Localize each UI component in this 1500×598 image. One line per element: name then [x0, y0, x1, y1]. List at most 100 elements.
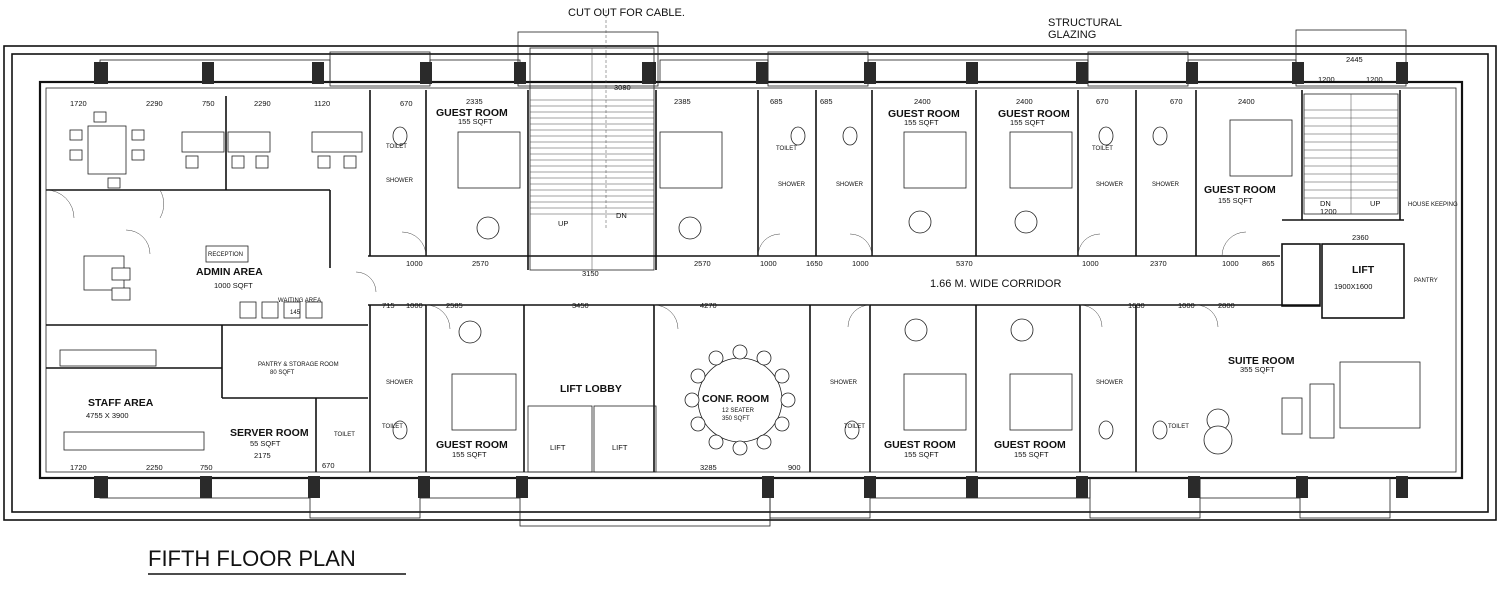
toilet-label: TOILET — [386, 144, 407, 150]
dim-2290: 2290 — [254, 99, 271, 108]
dim-5370: 5370 — [956, 259, 973, 268]
shower-label: SHOWER — [1096, 182, 1124, 188]
dim-1200: 1200 — [1366, 75, 1383, 84]
drawing-title: FIFTH FLOOR PLAN — [148, 546, 406, 575]
dim-4270: 4270 — [700, 301, 717, 310]
guest-room-size: 155 SQFT — [1014, 450, 1049, 459]
suite-room-size: 355 SQFT — [1240, 365, 1275, 374]
dim-670: 670 — [322, 461, 335, 470]
shower-label: SHOWER — [1152, 182, 1180, 188]
dim-2175: 2175 — [254, 451, 271, 460]
toilet-label: TOILET — [776, 146, 797, 152]
pantry-storage-size: 80 SQFT — [270, 370, 295, 376]
dim-1000: 1000 — [1178, 301, 1195, 310]
pantry-label: PANTRY — [1414, 278, 1438, 284]
stair-up-label: UP — [1370, 199, 1380, 208]
labels: CUT OUT FOR CABLE. STRUCTURAL GLAZING AD… — [70, 7, 1458, 472]
dim-2335: 2335 — [466, 97, 483, 106]
dim-685: 685 — [820, 97, 833, 106]
lift-1-label: LIFT — [550, 443, 566, 452]
dim-1000: 1000 — [760, 259, 777, 268]
staff-area-size: 4755 X 3900 — [86, 411, 129, 420]
dim-3285: 3285 — [700, 463, 717, 472]
dim-2800: 2800 — [1218, 301, 1235, 310]
dim-2445: 2445 — [1346, 55, 1363, 64]
lift-2-label: LIFT — [612, 443, 628, 452]
shower-label: SHOWER — [778, 182, 806, 188]
lift-lobby-label: LIFT LOBBY — [560, 383, 622, 395]
shower-label: SHOWER — [386, 380, 414, 386]
toilet-label: TOILET — [1168, 424, 1189, 430]
waiting-area-label: WAITING AREA — [278, 298, 321, 304]
door-swings — [45, 189, 1247, 330]
dim-670: 670 — [1170, 97, 1183, 106]
guest-room-size: 155 SQFT — [1218, 196, 1253, 205]
dim-2385: 2385 — [674, 97, 691, 106]
toilet-label: TOILET — [382, 424, 403, 430]
server-room-size: 55 SQFT — [250, 439, 281, 448]
stair-down-label: DN — [1320, 199, 1331, 208]
toilet-label: TOILET — [1092, 146, 1113, 152]
dim-2400: 2400 — [914, 97, 931, 106]
dim-1000: 1000 — [406, 259, 423, 268]
shower-label: SHOWER — [1096, 380, 1124, 386]
lift-main-label: LIFT — [1352, 264, 1375, 276]
waiting-area-size: 145 — [290, 310, 301, 316]
guest-room-label: GUEST ROOM — [884, 439, 956, 451]
guest-room-size: 155 SQFT — [1010, 118, 1045, 127]
toilet-label: TOILET — [334, 432, 355, 438]
dim-670: 670 — [400, 99, 413, 108]
lift-main-size: 1900X1600 — [1334, 282, 1372, 291]
dim-750: 750 — [202, 99, 215, 108]
guest-room-label: GUEST ROOM — [888, 108, 960, 120]
guest-room-label: GUEST ROOM — [436, 439, 508, 451]
dim-670: 670 — [1096, 97, 1109, 106]
dim-2570: 2570 — [472, 259, 489, 268]
shower-label: SHOWER — [830, 380, 858, 386]
dim-2290: 2290 — [146, 99, 163, 108]
dim-2360: 2360 — [1352, 233, 1369, 242]
dim-2400: 2400 — [1016, 97, 1033, 106]
furniture — [59, 111, 1421, 456]
dim-2570: 2570 — [694, 259, 711, 268]
stairs — [529, 10, 1399, 271]
stair-down-label: DN — [616, 211, 627, 220]
staff-area-label: STAFF AREA — [88, 397, 154, 409]
cable-note: CUT OUT FOR CABLE. — [568, 7, 685, 19]
dim-1000: 1000 — [852, 259, 869, 268]
guest-room-size: 155 SQFT — [904, 118, 939, 127]
dim-1720: 1720 — [70, 99, 87, 108]
conf-room-label: CONF. ROOM — [702, 393, 769, 405]
guest-room-label: GUEST ROOM — [998, 108, 1070, 120]
dim-1650: 1650 — [806, 259, 823, 268]
dim-685: 685 — [770, 97, 783, 106]
conf-room-seats: 12 SEATER — [722, 408, 755, 414]
dim-1120: 1120 — [314, 99, 330, 108]
guest-room-size: 155 SQFT — [458, 117, 493, 126]
guest-room-label: GUEST ROOM — [436, 107, 508, 119]
dim-750: 750 — [200, 463, 213, 472]
building-envelope — [3, 29, 1497, 527]
toilet-label: TOILET — [844, 424, 865, 430]
dim-1200: 1200 — [1320, 207, 1337, 216]
shower-label: SHOWER — [386, 178, 414, 184]
glazing-note-1: STRUCTURAL — [1048, 17, 1122, 29]
dim-1000: 1000 — [1222, 259, 1239, 268]
dim-1000: 1000 — [1082, 259, 1099, 268]
dim-900: 900 — [788, 463, 801, 472]
shower-label: SHOWER — [836, 182, 864, 188]
guest-room-size: 155 SQFT — [904, 450, 939, 459]
glazing-note-2: GLAZING — [1048, 29, 1096, 41]
dim-865: 865 — [1262, 259, 1275, 268]
dim-1200: 1200 — [1318, 75, 1335, 84]
server-room-label: SERVER ROOM — [230, 427, 309, 439]
dim-1720: 1720 — [70, 463, 87, 472]
guest-room-label: GUEST ROOM — [994, 439, 1066, 451]
dim-2370: 2370 — [1150, 259, 1167, 268]
dim-3450: 3450 — [572, 301, 589, 310]
interior-walls — [46, 90, 1405, 472]
dim-1000: 1000 — [406, 301, 423, 310]
suite-room-label: SUITE ROOM — [1228, 355, 1295, 367]
dim-1630: 1630 — [1128, 301, 1145, 310]
